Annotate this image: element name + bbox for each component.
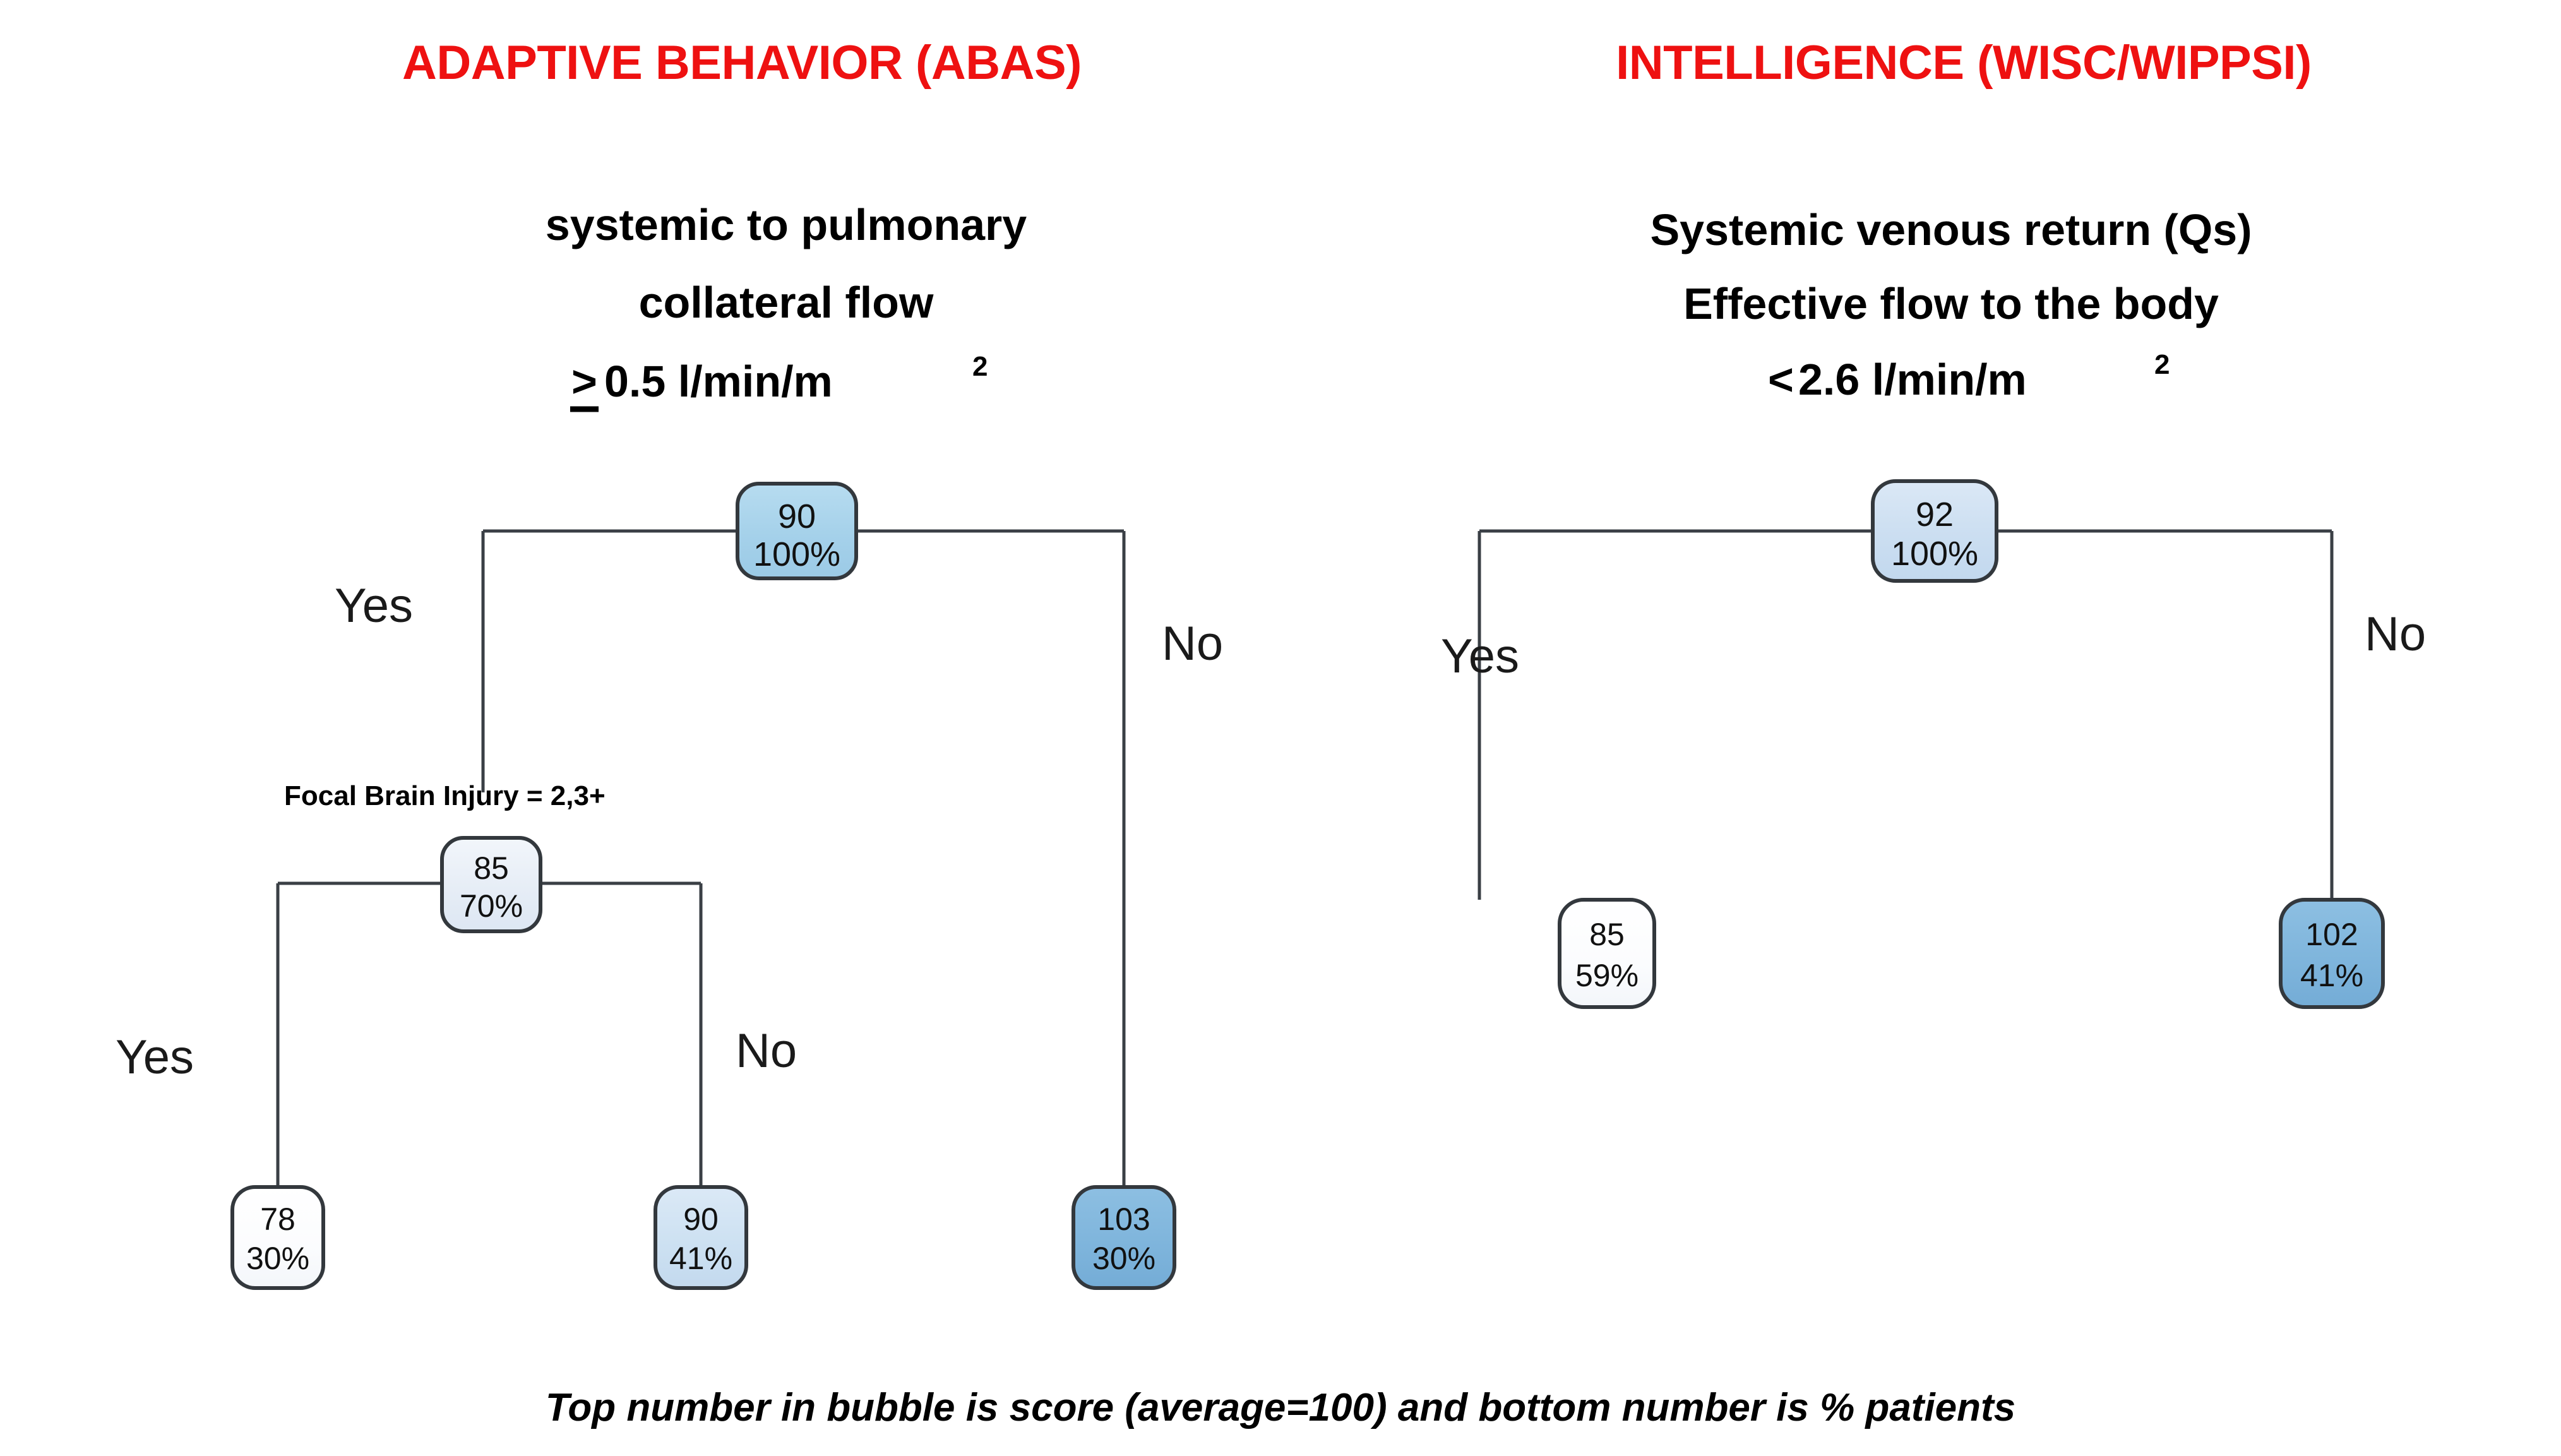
node-iq-leaf-85[interactable]: 85 59% <box>1558 898 1656 1009</box>
node-abas-leaf-90-score: 90 <box>683 1202 719 1237</box>
panel-subtitle-iq-line3: < 2.6 l/min/m 2 <box>1768 349 2170 404</box>
superscript-two-abas: 2 <box>972 351 988 382</box>
node-abas-leaf-90-shape[interactable] <box>654 1185 748 1290</box>
panel-subtitle-abas-line2: collateral flow <box>639 278 934 327</box>
node-iq-leaf-85-score: 85 <box>1589 917 1625 952</box>
panel-subtitle-iq-line2: Effective flow to the body <box>1683 279 2219 328</box>
node-iq-leaf-102-shape[interactable] <box>2279 898 2385 1009</box>
branch-label-abas-inner-yes: Yes <box>116 1030 194 1084</box>
node-abas-leaf-90[interactable]: 90 41% <box>654 1185 748 1290</box>
greater-equal-symbol: > <box>571 357 597 406</box>
node-abas-root-score: 90 <box>778 498 816 535</box>
branch-label-abas-inner-no: No <box>736 1024 797 1078</box>
panel-subtitle-iq-line1: Systemic venous return (Qs) <box>1650 205 2252 254</box>
node-abas-root[interactable]: 90 100% <box>736 482 858 580</box>
node-abas-leaf-78-score: 78 <box>260 1202 296 1237</box>
node-abas-leaf-103[interactable]: 103 30% <box>1072 1185 1176 1290</box>
panel-title-iq: INTELLIGENCE (WISC/WIPPSI) <box>1616 36 2312 90</box>
node-abas-mid-score: 85 <box>474 850 509 886</box>
panel-subtitle-abas-line3: > 0.5 l/min/m 2 <box>570 351 988 412</box>
less-than-symbol: < <box>1768 355 1794 404</box>
threshold-value-iq: 2.6 l/min/m <box>1798 355 2027 404</box>
node-abas-root-percent: 100% <box>753 535 840 573</box>
node-iq-root-score: 92 <box>1916 496 1954 534</box>
node-abas-leaf-78[interactable]: 78 30% <box>230 1185 325 1290</box>
branch-label-iq-root-yes: Yes <box>1441 630 1519 683</box>
superscript-two-iq: 2 <box>2154 349 2170 380</box>
split-label-focal-brain-injury: Focal Brain Injury = 2,3+ <box>284 780 606 811</box>
figure-footnote: Top number in bubble is score (average=1… <box>546 1386 2015 1429</box>
node-iq-leaf-85-shape[interactable] <box>1558 898 1656 1009</box>
edges-iq <box>1478 529 2334 900</box>
branch-label-abas-root-yes: Yes <box>335 579 413 633</box>
node-iq-leaf-85-percent: 59% <box>1575 958 1639 993</box>
node-abas-root-shape[interactable] <box>736 482 858 580</box>
node-abas-leaf-78-percent: 30% <box>246 1241 309 1276</box>
panel-title-abas: ADAPTIVE BEHAVIOR (ABAS) <box>402 36 1082 90</box>
edges-abas <box>276 529 1126 1187</box>
node-abas-leaf-103-percent: 30% <box>1092 1241 1155 1276</box>
branch-label-abas-root-no: No <box>1162 617 1223 671</box>
branch-label-iq-root-no: No <box>2365 607 2426 661</box>
node-iq-leaf-102[interactable]: 102 41% <box>2279 898 2385 1009</box>
node-iq-root-percent: 100% <box>1891 535 1978 573</box>
node-abas-mid-shape[interactable] <box>440 836 542 933</box>
node-iq-leaf-102-score: 102 <box>2305 917 2358 952</box>
node-abas-leaf-103-shape[interactable] <box>1072 1185 1176 1290</box>
node-iq-root-shape[interactable] <box>1871 479 1998 583</box>
node-abas-leaf-90-percent: 41% <box>669 1241 732 1276</box>
panel-abas: ADAPTIVE BEHAVIOR (ABAS) systemic to pul… <box>116 36 1223 1290</box>
node-abas-mid-percent: 70% <box>460 888 523 924</box>
node-abas-leaf-78-shape[interactable] <box>230 1185 325 1290</box>
node-iq-root[interactable]: 92 100% <box>1871 479 1998 583</box>
panel-iq: INTELLIGENCE (WISC/WIPPSI) Systemic veno… <box>1441 36 2426 1009</box>
panel-subtitle-abas-line1: systemic to pulmonary <box>546 200 1027 249</box>
threshold-value-abas: 0.5 l/min/m <box>604 357 833 406</box>
node-abas-mid[interactable]: 85 70% <box>440 836 542 933</box>
node-abas-leaf-103-score: 103 <box>1097 1202 1150 1237</box>
node-iq-leaf-102-percent: 41% <box>2300 958 2363 993</box>
